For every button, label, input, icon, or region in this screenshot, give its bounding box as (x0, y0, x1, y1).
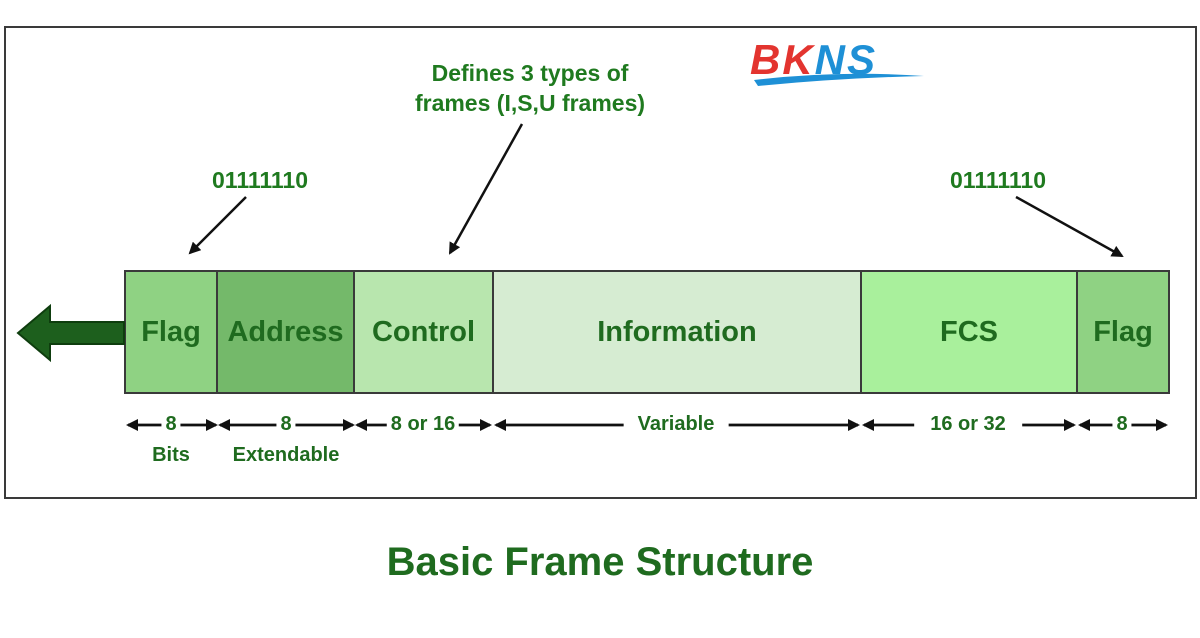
size-label-fcs: 16 or 32 (914, 413, 1022, 436)
size-label-flag-end: 8 (1112, 413, 1132, 436)
field-label: FCS (940, 315, 998, 348)
logo-text-red: BK (750, 36, 815, 83)
field-control: Control (353, 270, 494, 394)
left-arrow-icon (16, 303, 125, 363)
size-label-information: Variable (623, 413, 729, 436)
size-label-flag-start: 8 (161, 413, 181, 436)
control-annotation-line2: frames (I,S,U frames) (414, 90, 646, 116)
logo-swoosh (754, 73, 924, 86)
control-annotation: Defines 3 types of frames (I,S,U frames) (380, 58, 680, 118)
flag-right-bits: 01111110 (950, 167, 1046, 193)
field-label: Address (227, 315, 344, 348)
field-flag-start: Flag (124, 270, 218, 394)
flag-right-pointer-arrow (1015, 195, 1124, 258)
size-label-control: 8 or 16 (386, 413, 460, 436)
bkns-logo: BKNS (750, 36, 930, 88)
field-flag-end: Flag (1076, 270, 1170, 394)
control-pointer-arrow (448, 123, 524, 255)
field-information: Information (492, 270, 862, 394)
field-label: Information (597, 315, 757, 348)
flag-left-bits: 01111110 (212, 167, 308, 193)
field-label: Control (371, 315, 476, 348)
flag-left-pointer-arrow (188, 196, 247, 255)
size-label-address: 8 (276, 413, 296, 436)
field-label: Flag (141, 315, 201, 348)
field-label: Flag (1093, 315, 1153, 348)
field-address: Address (216, 270, 355, 394)
sub-label-flag: Bits (152, 444, 190, 466)
diagram-title: Basic Frame Structure (386, 540, 814, 584)
field-fcs: FCS (860, 270, 1078, 394)
sub-label-address: Extendable (232, 444, 340, 466)
control-annotation-line1: Defines 3 types of (431, 60, 629, 86)
